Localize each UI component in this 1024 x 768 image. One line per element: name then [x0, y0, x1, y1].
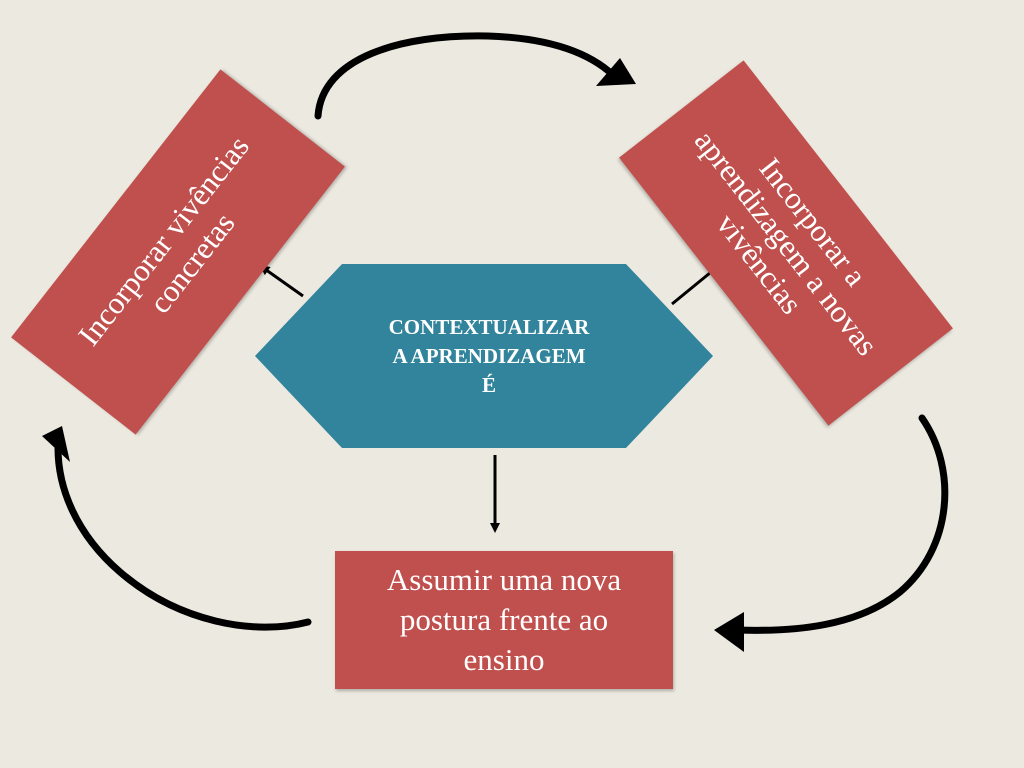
arrow-to-right-box: [671, 266, 719, 306]
curved-arrow-right: [714, 414, 949, 652]
center-text: CONTEXTUALIZAR A APRENDIZAGEM É: [354, 313, 624, 400]
curved-arrow-top: [314, 32, 636, 120]
bottom-box-text: Assumir uma nova postura frente ao ensin…: [369, 560, 639, 680]
arrow-to-left-box: [259, 265, 304, 298]
center-line-3: É: [481, 372, 496, 397]
bottom-box: Assumir uma nova postura frente ao ensin…: [335, 551, 673, 689]
bottom-box-line-2: postura frente ao: [399, 602, 609, 637]
bottom-box-line-3: ensino: [463, 642, 545, 677]
center-line-1: CONTEXTUALIZAR: [388, 314, 590, 339]
center-line-2: A APRENDIZAGEM: [392, 343, 586, 368]
center-hexagon: CONTEXTUALIZAR A APRENDIZAGEM É: [255, 264, 713, 448]
curved-arrow-bottom-left: [42, 426, 312, 631]
bottom-box-line-1: Assumir uma nova: [386, 562, 622, 597]
